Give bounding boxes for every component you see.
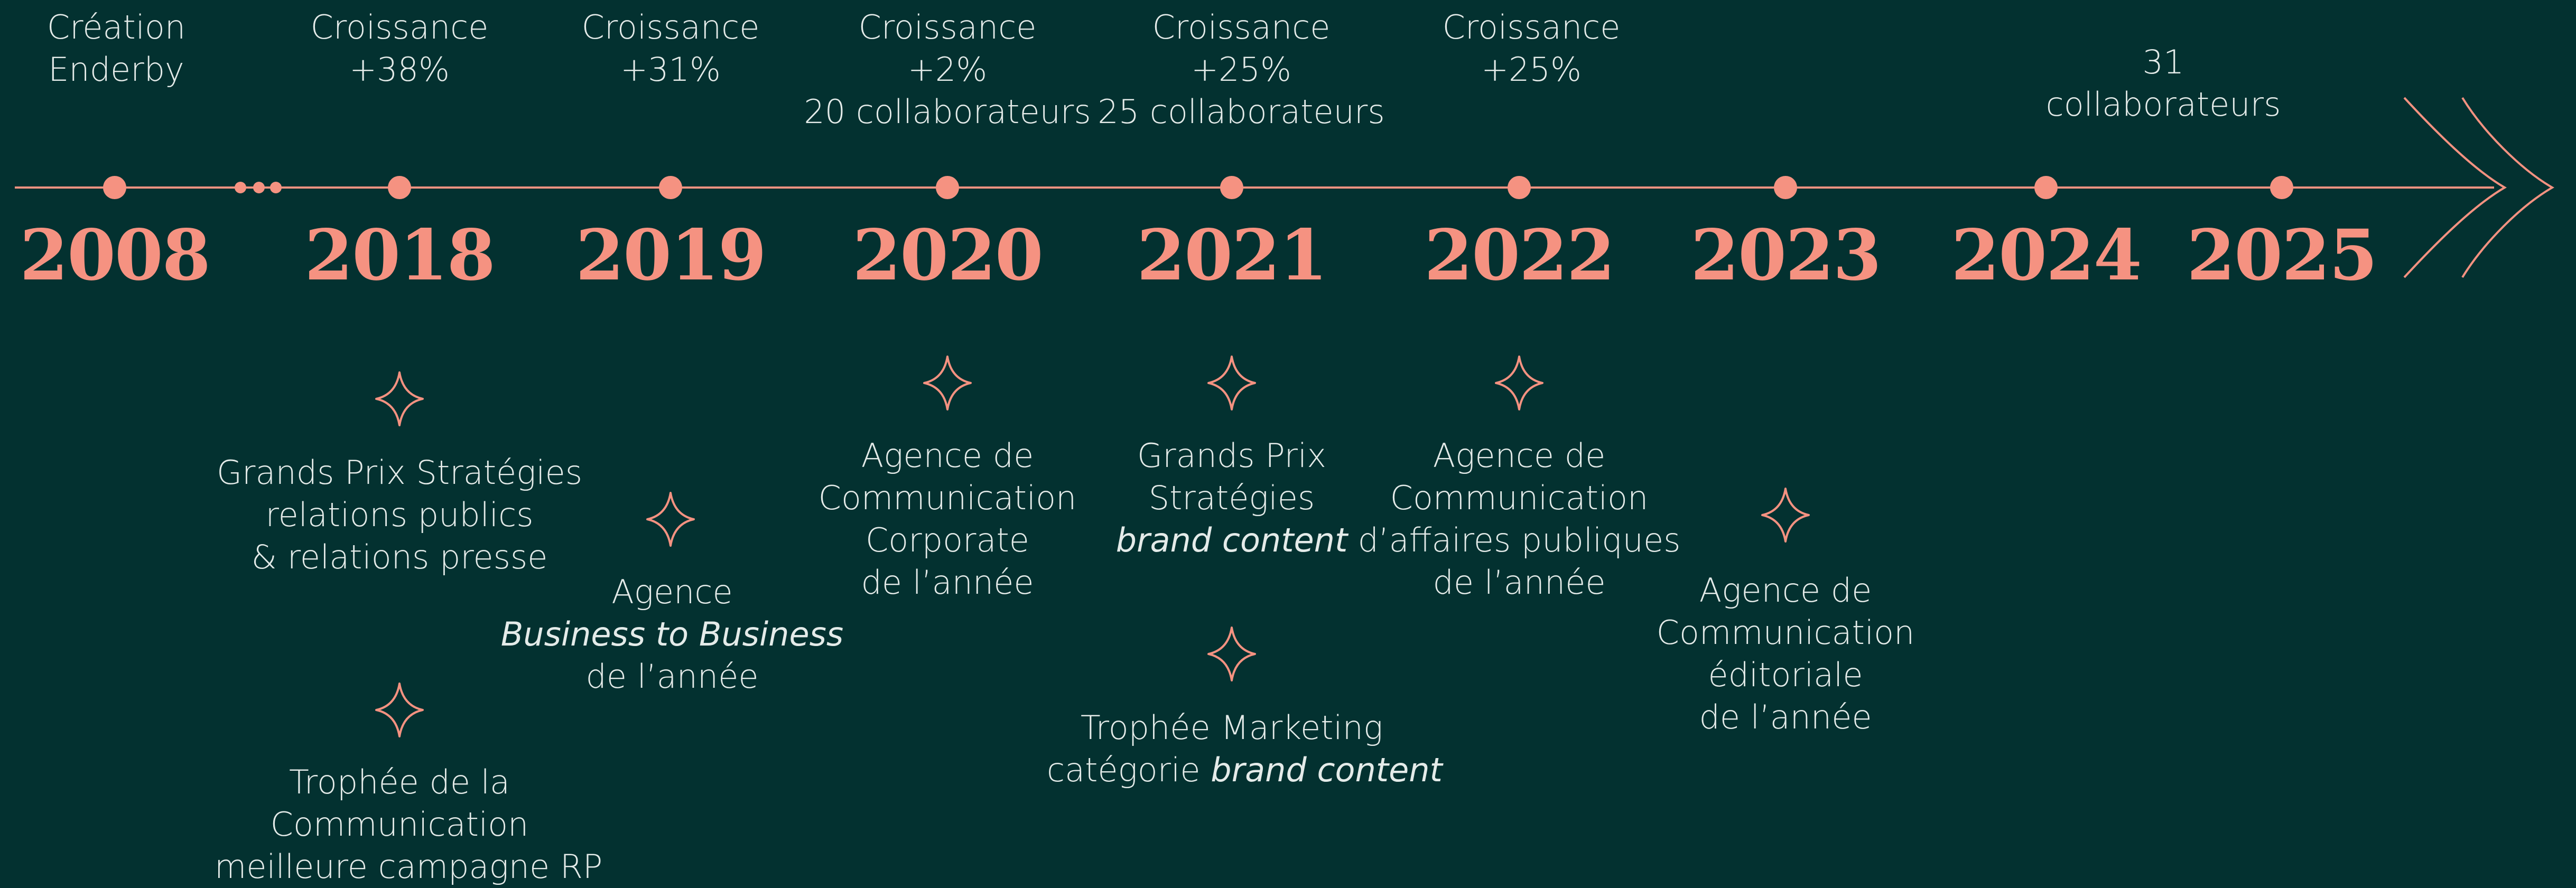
star-icon xyxy=(923,356,972,410)
award-2021-grands-prix: Grands Prix Stratégies brand content xyxy=(1047,435,1417,562)
star-icon xyxy=(1495,356,1543,410)
year-dot-2021 xyxy=(1220,176,1243,199)
award-text-italic: Business to Business xyxy=(500,615,844,653)
milestone-text: 31 xyxy=(2142,43,2184,81)
award-text: relations publics xyxy=(265,496,534,534)
award-text: Communication xyxy=(818,479,1077,517)
gap-dot xyxy=(270,182,282,193)
milestone-text: Enderby xyxy=(48,50,184,89)
year-label-2022: 2022 xyxy=(1424,214,1615,296)
milestone-2018: Croissance +38% xyxy=(215,6,584,91)
award-2021-trophee-marketing: Trophée Marketing catégorie brand conten… xyxy=(1047,707,1443,791)
award-text: Trophée de la xyxy=(289,763,510,801)
year-label-2024: 2024 xyxy=(1951,214,2142,296)
milestone-2021: Croissance +25% 25 collaborateurs xyxy=(1056,6,1426,133)
year-dot-2025 xyxy=(2270,176,2293,199)
year-label-2025: 2025 xyxy=(2187,214,2377,296)
award-text: Corporate xyxy=(866,521,1029,559)
award-text: de l’année xyxy=(861,563,1034,602)
gap-dot xyxy=(235,182,246,193)
star-icon xyxy=(1207,627,1256,681)
award-text: de l’année xyxy=(1699,698,1872,736)
arrow-head-icon xyxy=(2403,97,2554,278)
award-2019-b2b: Agence Business to Business de l’année xyxy=(487,571,857,698)
award-text: meilleure campagne RP xyxy=(215,847,603,886)
award-text-italic: brand content xyxy=(1211,751,1443,789)
year-label-2008: 2008 xyxy=(20,214,210,296)
award-2020-corporate: Agence de Communication Corporate de l’a… xyxy=(762,435,1132,604)
milestone-2019: Croissance +31% xyxy=(486,6,855,91)
year-dot-2023 xyxy=(1774,176,1797,199)
award-text: Agence xyxy=(611,573,733,611)
award-2022-affaires-publiques: Agence de Communication d’affaires publi… xyxy=(1334,435,1704,604)
award-text: Communication xyxy=(270,805,529,844)
milestone-text: 25 collaborateurs xyxy=(1098,92,1385,131)
milestone-text: collaborateurs xyxy=(2045,85,2281,124)
year-label-2020: 2020 xyxy=(852,214,1043,296)
award-text: Agence de xyxy=(1699,571,1872,610)
year-dot-2018 xyxy=(388,176,411,199)
milestone-2008: Création Enderby xyxy=(0,6,301,91)
milestone-text: +25% xyxy=(1191,50,1291,89)
milestone-2022: Croissance +25% xyxy=(1346,6,1716,91)
award-text-italic: brand content xyxy=(1115,521,1348,559)
milestone-text: +31% xyxy=(620,50,721,89)
milestone-text: Croissance xyxy=(581,8,760,46)
award-text: Agence de xyxy=(1433,436,1606,475)
award-text: de l’année xyxy=(1433,563,1606,602)
year-label-2023: 2023 xyxy=(1690,214,1881,296)
award-text-line: catégorie brand content xyxy=(1047,749,1443,791)
milestone-text: +25% xyxy=(1481,50,1582,89)
milestone-text: Création xyxy=(47,8,186,46)
year-label-2021: 2021 xyxy=(1137,214,1327,296)
milestone-text: Croissance xyxy=(310,8,489,46)
milestone-text: Croissance xyxy=(858,8,1037,46)
award-text: Agence de xyxy=(861,436,1034,475)
award-text: Communication xyxy=(1390,479,1649,517)
award-text: Grands Prix xyxy=(1137,436,1326,475)
award-text: éditoriale xyxy=(1708,656,1863,694)
award-2018-trophee: Trophée de la Communication meilleure ca… xyxy=(215,761,603,888)
star-icon xyxy=(375,683,424,737)
milestone-text: Croissance xyxy=(1442,8,1621,46)
year-dot-2008 xyxy=(103,176,126,199)
milestone-text: +38% xyxy=(349,50,450,89)
award-text: Communication xyxy=(1656,613,1915,652)
award-2023-editoriale: Agence de Communication éditoriale de l’… xyxy=(1601,569,1970,739)
year-dot-2019 xyxy=(659,176,682,199)
milestone-text: Croissance xyxy=(1152,8,1331,46)
award-2018-grands-prix: Grands Prix Stratégies relations publics… xyxy=(215,452,584,578)
award-text: d’affaires publiques xyxy=(1357,521,1681,559)
year-dot-2022 xyxy=(1508,176,1531,199)
award-text: Trophée Marketing xyxy=(1080,708,1383,747)
star-icon xyxy=(375,371,424,426)
milestone-2020: Croissance +2% 20 collaborateurs xyxy=(762,6,1132,133)
award-text: Grands Prix Stratégies xyxy=(216,453,583,492)
milestone-text: 20 collaborateurs xyxy=(804,92,1091,131)
milestone-2025: 31 collaborateurs xyxy=(1978,41,2348,126)
year-label-2019: 2019 xyxy=(575,214,766,296)
star-icon xyxy=(1761,488,1810,543)
star-icon xyxy=(646,492,695,547)
award-text: catégorie xyxy=(1047,751,1211,789)
star-icon xyxy=(1207,356,1256,410)
timeline-markers xyxy=(103,176,2293,199)
year-label-2018: 2018 xyxy=(304,214,495,296)
award-text: & relations presse xyxy=(251,538,548,576)
year-dot-2020 xyxy=(936,176,959,199)
award-star-icons xyxy=(375,356,1810,737)
award-text: Stratégies xyxy=(1148,479,1315,517)
gap-dot xyxy=(253,182,265,193)
year-dot-2024 xyxy=(2034,176,2058,199)
award-text: de l’année xyxy=(585,657,759,696)
milestone-text: +2% xyxy=(907,50,988,89)
